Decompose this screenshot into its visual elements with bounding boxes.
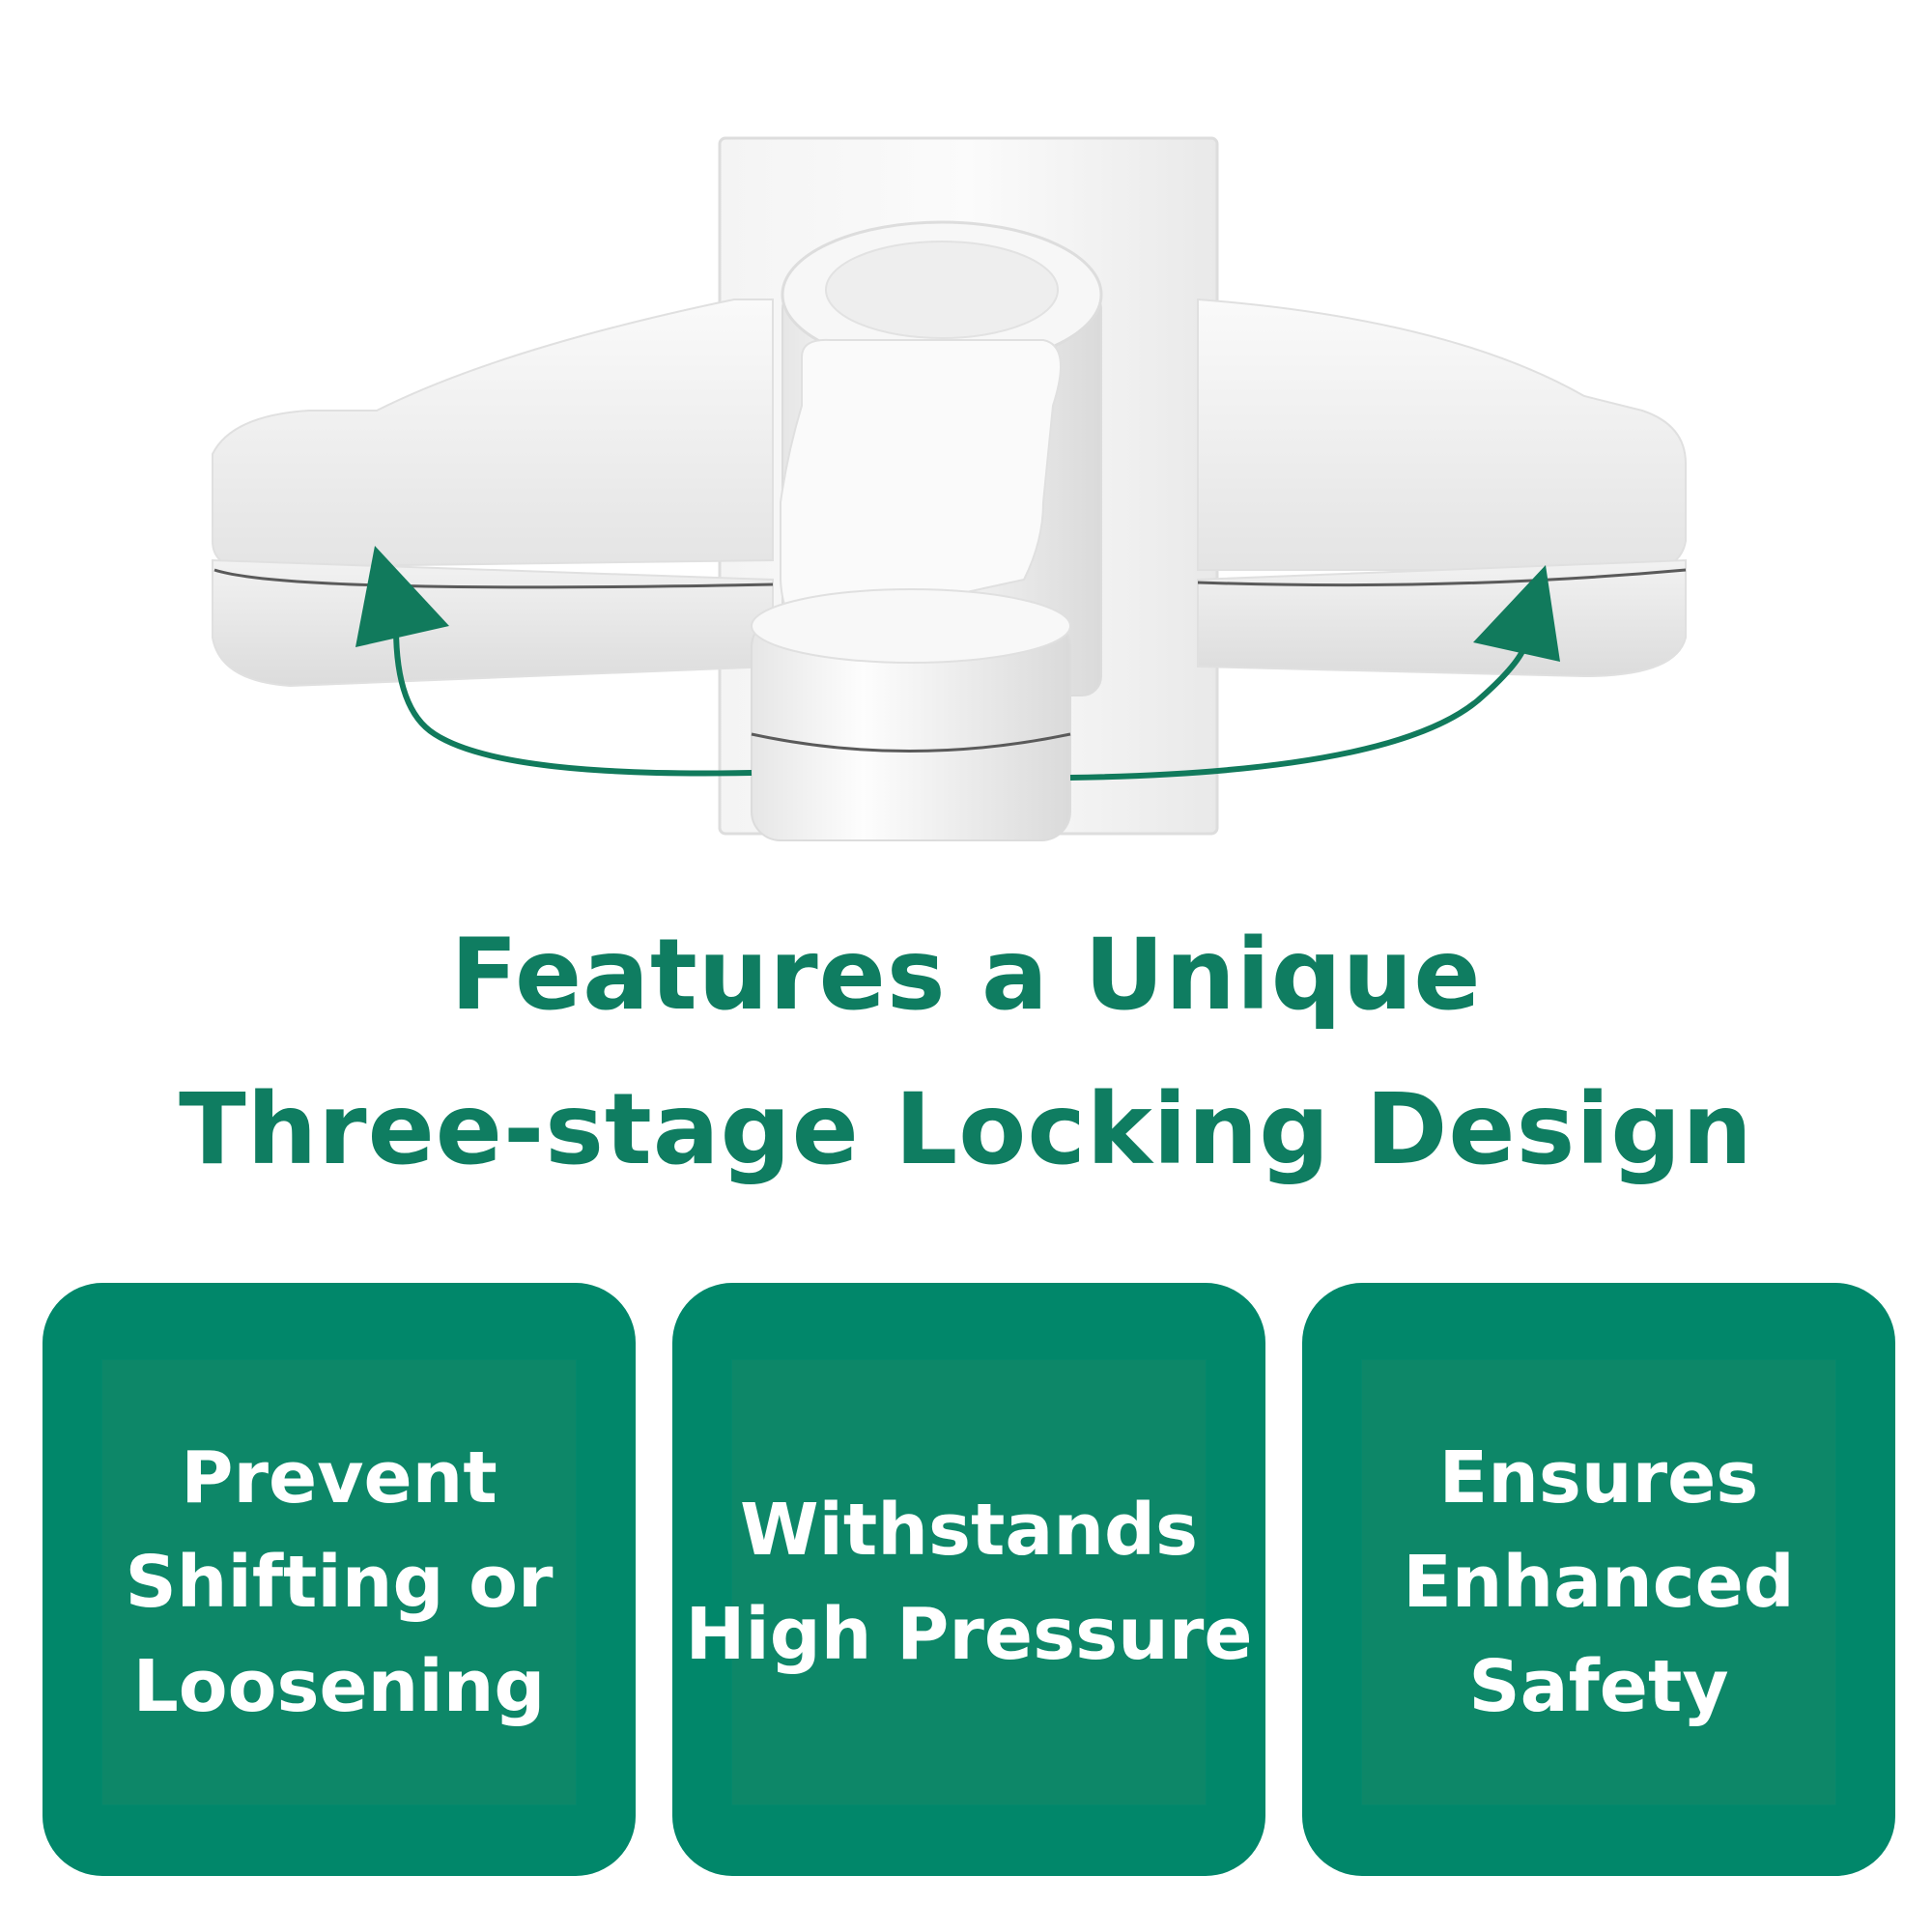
feature-card-text-line: Prevent xyxy=(181,1436,497,1520)
feature-card-text-line: Safety xyxy=(1468,1645,1729,1728)
product-lock-illustration xyxy=(212,136,1687,841)
headline-line-2: Three-stage Locking Design xyxy=(179,1072,1753,1187)
feature-card-text-line: High Pressure xyxy=(685,1593,1253,1676)
feature-card-text-line: Loosening xyxy=(132,1645,546,1728)
feature-card-text-line: Shifting or xyxy=(125,1541,554,1624)
feature-card-text-line: Ensures xyxy=(1438,1436,1759,1520)
feature-card-enhanced-safety: Ensures Enhanced Safety xyxy=(1302,1283,1895,1876)
headline-line-1: Features a Unique xyxy=(450,918,1482,1033)
right-wing xyxy=(1197,298,1687,571)
feature-card-withstands-pressure: Withstands High Pressure xyxy=(672,1283,1265,1876)
feature-card-prevent-shifting: Prevent Shifting or Loosening xyxy=(43,1283,636,1876)
feature-card-text-line: Enhanced xyxy=(1403,1541,1795,1624)
lock-lever xyxy=(780,338,1062,630)
feature-card-text-line: Withstands xyxy=(739,1489,1199,1572)
left-wing xyxy=(212,298,774,572)
rotate-left-arrow-icon xyxy=(355,546,753,777)
rotate-right-arrow-icon xyxy=(1069,565,1560,781)
